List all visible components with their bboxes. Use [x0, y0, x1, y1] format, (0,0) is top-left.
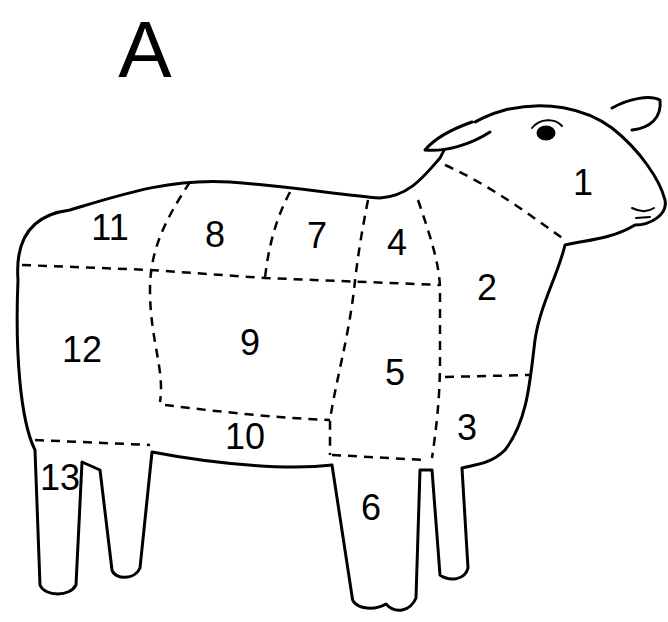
callout-number: 11 — [91, 210, 128, 246]
sheep-outline — [17, 106, 665, 611]
callout-number: 8 — [205, 217, 225, 253]
callout-number: 9 — [240, 325, 260, 361]
callout-number: 4 — [387, 225, 407, 261]
callout-number: 5 — [385, 355, 405, 391]
sheep-eye — [538, 127, 554, 139]
callout-number: 3 — [457, 410, 477, 446]
callout-number: 2 — [477, 270, 497, 306]
cut-lines — [22, 165, 565, 460]
sheep-mouth — [632, 208, 654, 218]
callout-number: 1 — [573, 165, 593, 201]
callout-number: 6 — [361, 490, 381, 526]
panel-letter: A — [118, 10, 171, 90]
sheep-eye-lid — [532, 120, 562, 128]
callout-number: 10 — [225, 419, 265, 455]
callout-number: 12 — [62, 332, 102, 368]
callout-number: 13 — [40, 460, 80, 496]
sheep-ear — [612, 98, 660, 130]
sheep-ear — [425, 122, 490, 150]
callout-number: 7 — [307, 218, 327, 254]
